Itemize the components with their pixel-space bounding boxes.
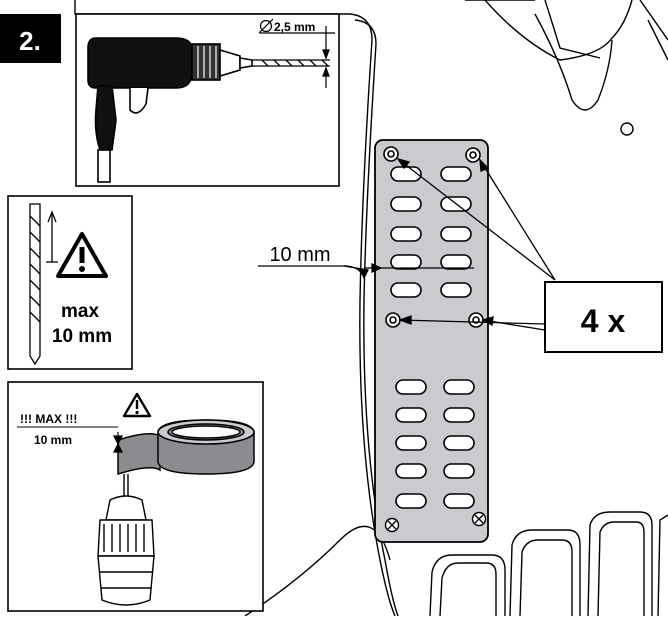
drill-bit	[252, 59, 330, 67]
vent-slot	[390, 254, 422, 270]
drill-icon	[87, 37, 253, 183]
diameter-label: 2,5 mm	[274, 20, 315, 34]
bit-depth-label: 10 mm	[52, 326, 112, 347]
vent-slot	[390, 226, 422, 242]
diameter-dimension	[260, 26, 335, 88]
vent-slot	[395, 493, 427, 509]
tape-roll-icon	[117, 419, 255, 476]
bit-depth-panel: max 10 mm	[7, 195, 133, 370]
vent-slots	[390, 166, 475, 509]
offset-label: 10 mm	[269, 244, 330, 266]
vent-slot	[443, 379, 475, 395]
vent-slot	[443, 407, 475, 423]
vent-slot	[390, 282, 422, 298]
floor-outline	[74, 0, 668, 617]
vent-slot	[440, 166, 472, 182]
warning-icon	[56, 232, 108, 278]
drill-panel: 2,5 mm	[75, 13, 340, 187]
vent-plate	[374, 139, 489, 543]
vent-slot	[443, 435, 475, 451]
tape-depth-marker	[113, 432, 123, 453]
offset-dimension	[258, 262, 383, 280]
bit-max-label: max	[61, 301, 99, 322]
vent-slot	[443, 493, 475, 509]
count-label: 4 x	[581, 303, 626, 339]
vent-slot	[395, 407, 427, 423]
drill-bit-icon	[29, 203, 58, 366]
vent-slot	[395, 435, 427, 451]
chuck-icon	[97, 474, 155, 606]
vent-slot	[440, 282, 472, 298]
screw-holes	[383, 146, 484, 328]
diameter-icon	[258, 18, 274, 34]
vent-slot	[395, 463, 427, 479]
step-badge: 2.	[0, 14, 61, 63]
tape-max-label: !!! MAX !!!	[20, 412, 77, 426]
vent-slot	[440, 226, 472, 242]
tape-panel: !!! MAX !!! 10 mm	[7, 381, 264, 612]
tape-depth-label: 10 mm	[34, 433, 72, 447]
count-callout: 4 x	[544, 281, 663, 353]
vent-slot	[443, 463, 475, 479]
step-number: 2.	[19, 26, 41, 56]
vent-slot	[390, 196, 422, 212]
screw-icon	[384, 511, 487, 533]
warning-icon	[122, 392, 152, 418]
vent-slot	[440, 254, 472, 270]
leader-lines	[396, 157, 556, 331]
vent-slot	[395, 379, 427, 395]
